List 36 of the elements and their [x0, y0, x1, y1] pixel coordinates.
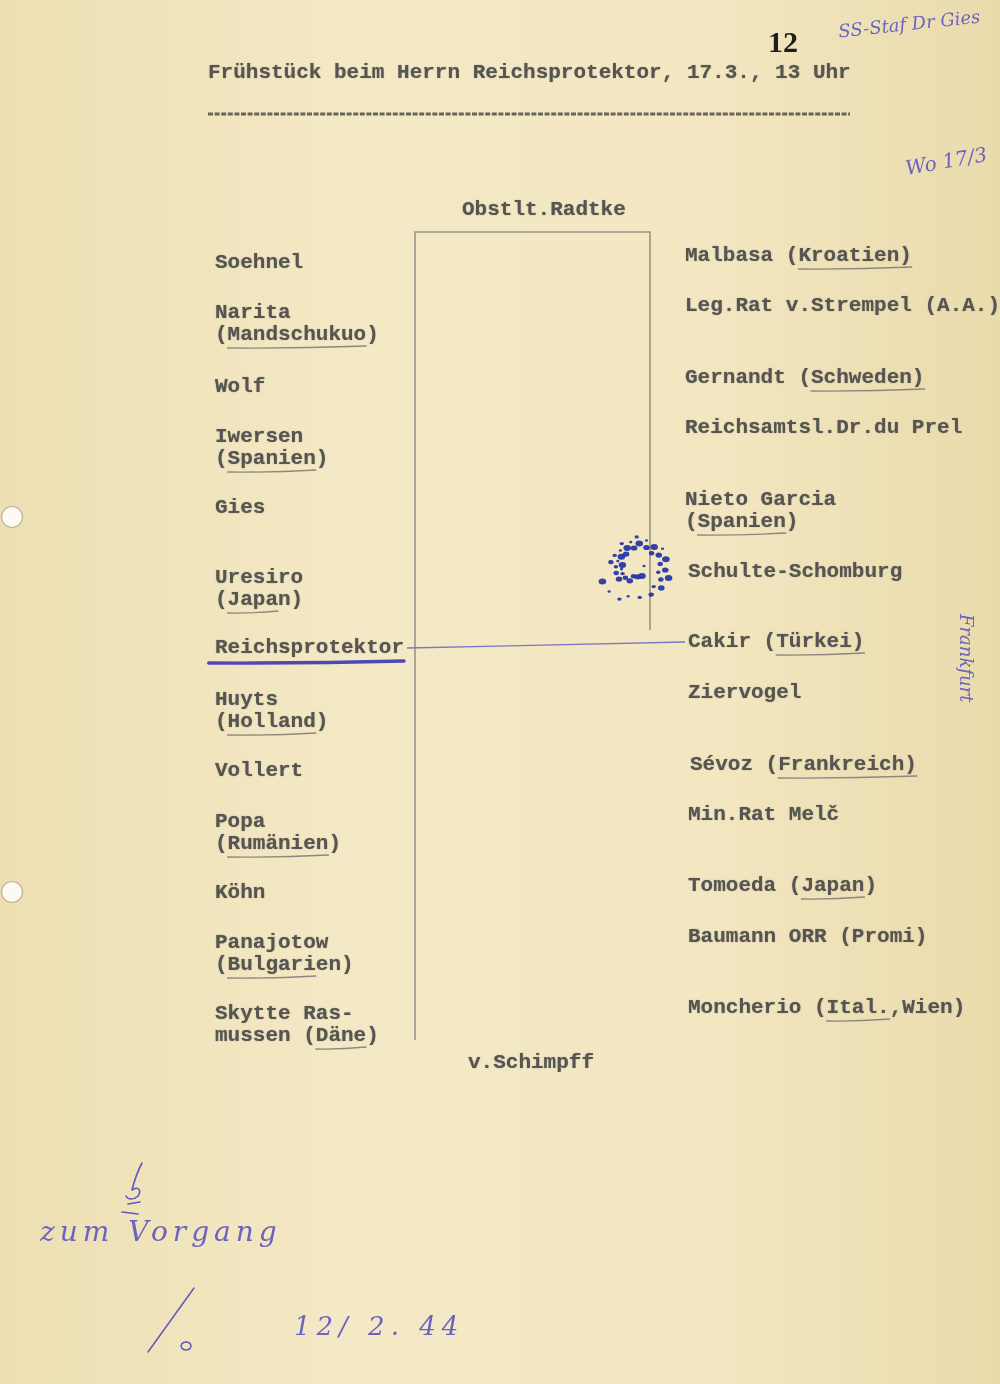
handwritten-note: SS-Staf Dr Gies [837, 6, 982, 43]
guest-name: Gies [215, 497, 266, 519]
guest-name: Köhn [215, 882, 266, 904]
guest-name: Reichsprotektor [215, 637, 405, 659]
guest-name: Sévoz (Frankreich) [690, 754, 917, 776]
guest-name: Malbasa (Kroatien) [685, 245, 912, 267]
guest-name: Nieto Garcia (Spanien) [685, 489, 838, 533]
handwritten-note: 12/ 2. 44 [294, 1312, 465, 1342]
guest-name: Popa (Rumänien) [215, 811, 343, 855]
page-number: 12 [768, 26, 798, 58]
handwritten-note: Wo 17/3 [903, 143, 989, 180]
guest-name: Huyts (Holland) [215, 689, 330, 733]
guest-name: Ziervogel [688, 682, 802, 704]
guest-name: Leg.Rat v.Strempel (A.A.) [685, 295, 1000, 317]
guest-name: Wolf [215, 376, 266, 398]
guest-name: Tomoeda (Japan) [688, 875, 878, 897]
guest-name: Min.Rat Melč [688, 804, 840, 826]
guest-name: Panajotow (Bulgarien) [215, 932, 355, 976]
guest-name: Baumann ORR (Promi) [688, 926, 928, 948]
guest-name: Skytte Ras- mussen (Däne) [215, 1003, 380, 1047]
guest-name: Narita (Mandschukuo) [215, 302, 380, 346]
guest-name: Vollert [215, 760, 304, 782]
guest-name: Cakir (Türkei) [688, 631, 865, 653]
connector-line [406, 641, 686, 649]
guest-name: Schulte-Schomburg [688, 561, 903, 583]
guest-name: Reichsamtsl.Dr.du Prel [685, 417, 963, 439]
guest-name: Gernandt (Schweden) [685, 367, 925, 389]
handwritten-note: Frankfurt [955, 614, 976, 703]
guest-name: Moncherio (Ital.,Wien) [688, 997, 966, 1019]
guest-name: Soehnel [215, 252, 304, 274]
handwritten-note: zum Vorgang [40, 1216, 282, 1249]
guest-name: Obstlt.Radtke [462, 199, 626, 221]
guest-name: Uresiro (Japan) [215, 567, 305, 611]
document-title: Frühstück beim Herrn Reichsprotektor, 17.3., 13 Uhr [208, 62, 851, 84]
guest-name: v.Schimpff [468, 1052, 595, 1074]
guest-name: Iwersen (Spanien) [215, 426, 330, 470]
